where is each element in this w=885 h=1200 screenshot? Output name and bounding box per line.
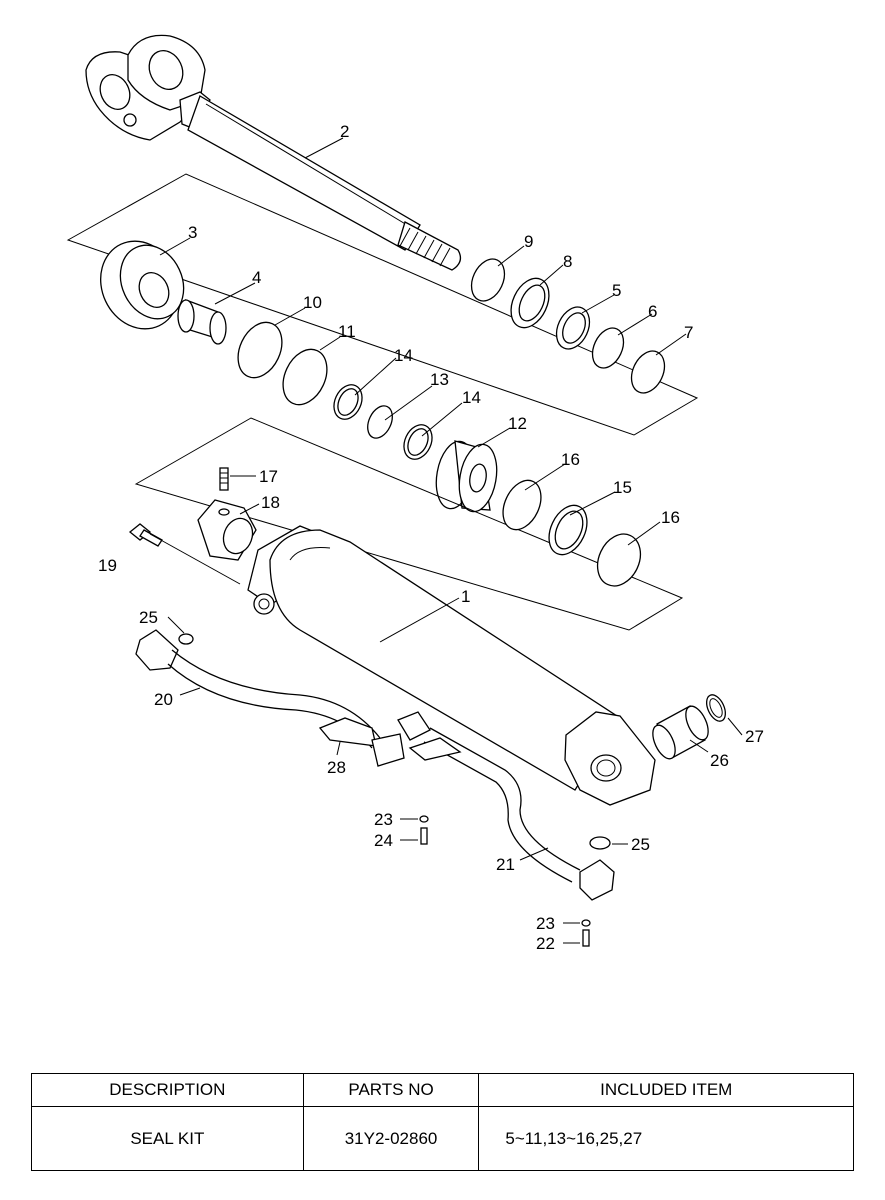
- callout-24: 24: [374, 831, 393, 850]
- callout-2: 2: [340, 122, 349, 141]
- o-ring-part-9: [470, 258, 506, 302]
- upper-assembly-plane: [66, 173, 699, 436]
- o-ring-part-16a: [502, 479, 542, 531]
- callout-10: 10: [303, 293, 322, 312]
- callout-4: 4: [252, 268, 261, 287]
- callout-16b: 16: [661, 508, 680, 527]
- dust-wiper-part-8: [510, 277, 550, 329]
- callout-18: 17: [259, 467, 278, 486]
- piston-rod-part-2: [85, 34, 462, 271]
- callout-17: 18: [261, 493, 280, 512]
- cell-description: SEAL KIT: [31, 1106, 304, 1171]
- callout-15: 15: [613, 478, 632, 497]
- o-ring-part-7: [630, 350, 666, 394]
- callout-21: 21: [496, 855, 515, 874]
- lower-assembly-plane: [134, 417, 684, 631]
- cylinder-tube-part-1: [247, 525, 656, 806]
- callout-20: 20: [154, 690, 173, 709]
- table-header-row: DESCRIPTION PARTS NO INCLUDED ITEM: [31, 1073, 854, 1107]
- table-row: SEAL KIT 31Y2-02860 5~11,13~16,25,27: [31, 1106, 854, 1171]
- pin-bushing-part-26: [652, 705, 709, 760]
- callout-27: 27: [745, 727, 764, 746]
- callout-25b: 25: [631, 835, 650, 854]
- callout-7: 7: [684, 323, 693, 342]
- bolt-part-22: [582, 929, 590, 947]
- callout-5: 5: [612, 281, 621, 300]
- rod-seal-part-5: [555, 306, 591, 350]
- bushing-part-4: [177, 299, 227, 345]
- callout-26: 26: [710, 751, 729, 770]
- callout-13: 13: [430, 370, 449, 389]
- washer-part-23a: [419, 815, 429, 823]
- o-ring-part-13: [367, 405, 393, 439]
- backup-ring-part-14a: [333, 384, 363, 420]
- o-ring-part-10: [237, 321, 283, 379]
- callout-23b: 23: [536, 914, 555, 933]
- cell-parts-no: 31Y2-02860: [302, 1106, 480, 1171]
- callout-25a: 25: [139, 608, 158, 627]
- leader-lines: [159, 137, 743, 944]
- backup-ring-part-14b: [403, 424, 433, 460]
- washer-part-23b: [581, 919, 591, 927]
- header-included-item: INCLUDED ITEM: [478, 1073, 854, 1107]
- pipe-part-21: [397, 711, 615, 901]
- callout-23a: 23: [374, 810, 393, 829]
- callout-28: 28: [327, 758, 346, 777]
- o-ring-part-25b: [589, 836, 611, 850]
- backup-ring-part-6: [591, 327, 625, 369]
- callout-1: 1: [461, 587, 470, 606]
- callout-11: 11: [338, 322, 356, 341]
- lock-nut-part-17: [197, 499, 257, 561]
- callout-14b: 14: [462, 388, 481, 407]
- callout-16a: 16: [561, 450, 580, 469]
- seal-ring-part-27: [705, 694, 727, 722]
- cell-included-item: 5~11,13~16,25,27: [478, 1106, 854, 1171]
- callout-12: 12: [508, 414, 527, 433]
- callout-8: 8: [563, 252, 572, 271]
- clamp-part-28: [318, 717, 405, 767]
- callout-22: 22: [536, 934, 555, 953]
- callout-6: 6: [648, 302, 657, 321]
- header-parts-no: PARTS NO: [302, 1073, 480, 1107]
- exploded-parts-diagram: 2 3 4 10 11 14 13 14 12 16 15 16 9 8 5 6…: [66, 34, 764, 953]
- slide-ring-part-15: [548, 504, 588, 556]
- callout-9: 9: [524, 232, 533, 251]
- bolt-part-24: [420, 827, 428, 845]
- bolt-part-19: [128, 523, 241, 585]
- callout-14a: 14: [394, 346, 413, 365]
- set-screw-part-18: [219, 467, 229, 491]
- pipe-part-20: [135, 629, 381, 749]
- rod-cover-part-3: [100, 240, 185, 330]
- callout-3: 3: [188, 223, 197, 242]
- header-description: DESCRIPTION: [31, 1073, 304, 1107]
- o-ring-part-16b: [596, 533, 642, 587]
- o-ring-part-11: [282, 348, 328, 406]
- seal-kit-table: DESCRIPTION PARTS NO INCLUDED ITEM SEAL …: [31, 1073, 854, 1171]
- callout-19: 19: [98, 556, 117, 575]
- piston-part-12: [435, 440, 498, 513]
